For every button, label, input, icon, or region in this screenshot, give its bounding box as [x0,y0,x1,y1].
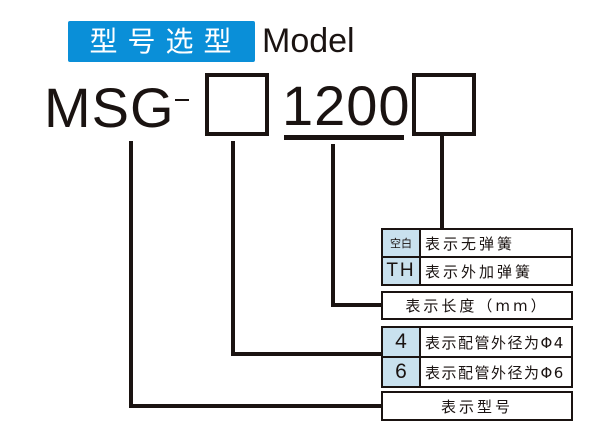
spring-option-slot [412,73,476,136]
connector-model-horizontal [129,404,383,408]
model-description: 表示型号 [440,397,513,416]
model-row: 表示型号 [381,391,573,421]
connector-model-vertical [129,141,133,408]
connector-pipe-horizontal [231,352,383,356]
badge-title: 型号选型 [89,25,242,58]
length-row: 表示长度（mm） [381,291,573,320]
spring-option-description: 表示无弹簧 [425,234,516,253]
separator-dash [175,99,189,101]
model-selection-badge: 型号选型 [68,21,255,62]
length-description: 表示长度（mm） [405,297,549,315]
connector-length-vertical [331,144,335,307]
pipe-option-row: 6 表示配管外径为Φ6 [381,356,573,388]
spring-option-row: TH 表示外加弹簧 [381,256,573,286]
spring-option-key: TH [383,258,421,284]
length-value: 1200 [282,74,411,137]
pipe-option-key: 4 [383,328,421,356]
pipe-option-row: 4 表示配管外径为Φ4 [381,326,573,358]
spring-option-description: 表示外加弹簧 [425,262,534,281]
length-underline [284,135,404,140]
spring-option-row: 空白 表示无弹簧 [381,228,573,258]
pipe-diameter-slot [205,73,269,136]
pipe-option-description: 表示配管外径为Φ4 [425,333,565,352]
model-prefix: MSG [44,76,175,139]
connector-length-horizontal [331,303,383,307]
model-subtitle: Model [262,22,355,60]
connector-spring-vertical [440,135,444,229]
spring-option-key: 空白 [383,230,421,256]
connector-pipe-vertical [231,141,235,356]
pipe-option-description: 表示配管外径为Φ6 [425,363,565,382]
pipe-option-key: 6 [383,358,421,386]
